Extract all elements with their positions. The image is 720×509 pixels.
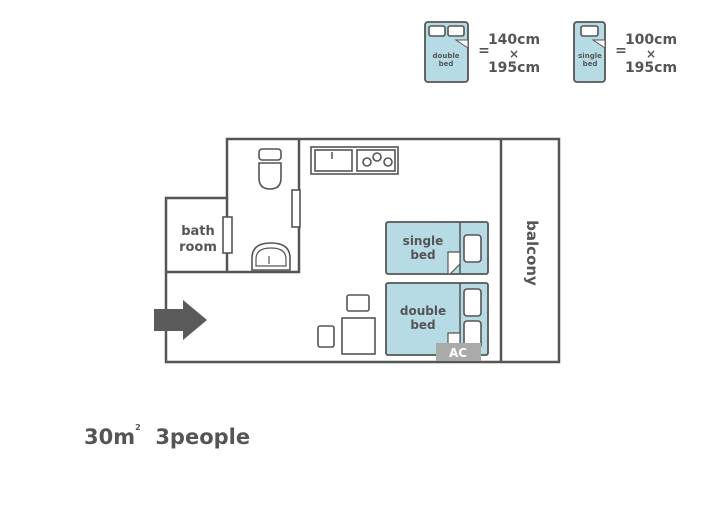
chair — [317, 325, 335, 348]
area-value: 30m — [84, 425, 136, 449]
legend-double-width: 140cm — [488, 32, 540, 48]
entrance-arrow-icon — [154, 300, 207, 340]
legend-double-times: × — [509, 47, 519, 61]
toilet-icon — [258, 148, 282, 190]
double-bed-label-1: double — [400, 304, 446, 318]
legend-double-bed-icon: double bed — [424, 21, 469, 83]
chair — [346, 294, 370, 312]
room-summary: 30m2 3people — [84, 423, 251, 449]
legend-single-bed-icon: single bed — [573, 21, 606, 83]
legend-single-times: × — [646, 47, 656, 61]
bathroom-door — [222, 216, 233, 254]
table — [341, 317, 376, 355]
outer-walls — [164, 137, 561, 364]
kitchen-counter — [310, 146, 399, 175]
legend-single-equals: = — [615, 43, 627, 59]
bathroom-label-1: bath — [181, 224, 215, 239]
legend-single-label-2: bed — [583, 60, 598, 68]
legend-single-width: 100cm — [625, 32, 677, 48]
capacity: 3people — [155, 425, 251, 449]
single-bed-label-2: bed — [410, 248, 435, 262]
legend-double-equals: = — [478, 43, 490, 59]
ac-unit — [436, 343, 481, 361]
legend-double-length: 195cm — [488, 60, 540, 76]
single-bed-label-1: single — [403, 234, 444, 248]
bathroom-label-2: room — [179, 240, 217, 255]
legend-double-label-2: bed — [439, 60, 454, 68]
legend-single-length: 195cm — [625, 60, 677, 76]
balcony-label: balcony — [523, 220, 541, 286]
wash-basin-icon — [251, 242, 291, 271]
toilet-door — [291, 189, 301, 228]
legend-single-label-1: single — [578, 52, 602, 60]
legend-double-label-1: double — [433, 52, 460, 60]
double-bed-label-2: bed — [410, 318, 435, 332]
single-bed: single bed — [385, 221, 489, 275]
area-unit-superscript: 2 — [135, 423, 141, 432]
ac-label: AC — [449, 346, 467, 360]
